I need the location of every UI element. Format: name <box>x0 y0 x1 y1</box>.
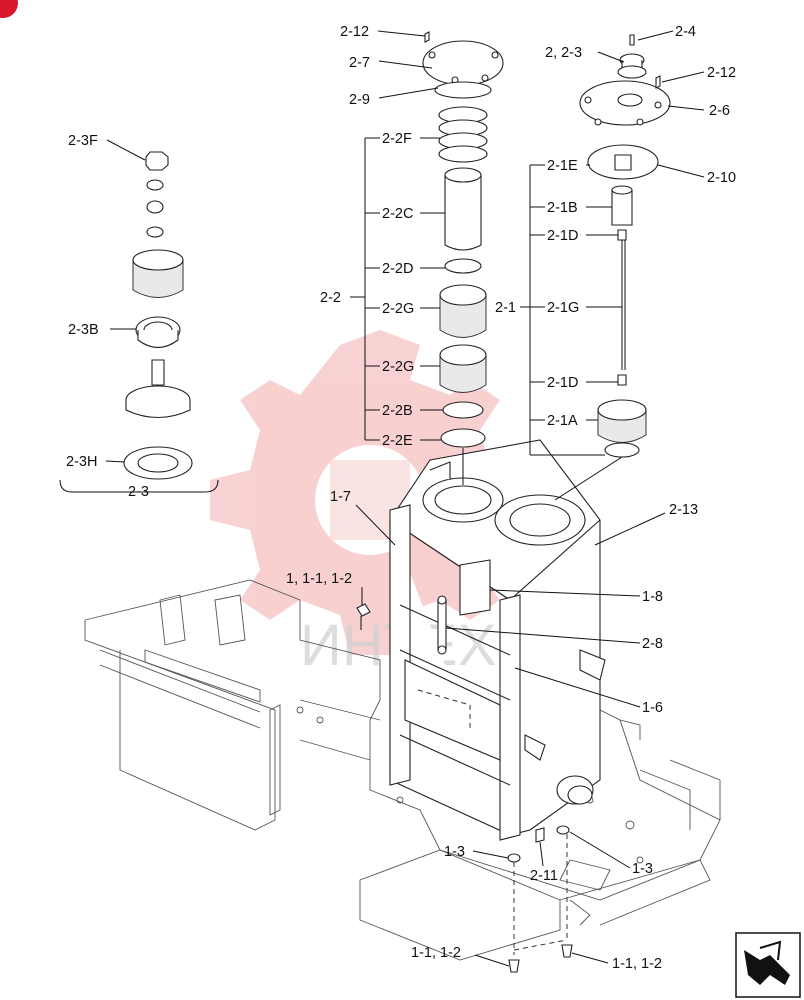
label-1-1-1-2-top: 1, 1-1, 1-2 <box>286 571 352 587</box>
breather-assembly-2-3 <box>59 151 219 493</box>
label-2-3H: 2-3H <box>66 454 97 470</box>
label-2-7: 2-7 <box>349 55 370 71</box>
label-2-1G: 2-1G <box>547 300 579 316</box>
label-1-1-1-2-br: 1-1, 1-2 <box>612 956 662 972</box>
label-2-12-top: 2-12 <box>340 24 369 40</box>
label-2-3: 2-3 <box>128 484 149 500</box>
label-2-12-right: 2-12 <box>707 65 736 81</box>
label-2-13: 2-13 <box>669 502 698 518</box>
label-2-2G-a: 2-2G <box>382 301 414 317</box>
hydraulic-tank <box>389 439 606 841</box>
label-2-1E: 2-1E <box>547 158 578 174</box>
label-1-3-right: 1-3 <box>632 861 653 877</box>
label-2-11: 2-11 <box>530 868 558 884</box>
label-1-7: 1-7 <box>330 489 351 505</box>
leader-lines <box>105 30 705 967</box>
forward-arrow-icon[interactable] <box>735 932 801 998</box>
label-2-1D-bot: 2-1D <box>547 375 578 391</box>
label-2-1B: 2-1B <box>547 200 578 216</box>
label-1-3-left: 1-3 <box>444 844 465 860</box>
label-1-6: 1-6 <box>642 700 663 716</box>
label-2-1D-top: 2-1D <box>547 228 578 244</box>
label-2-2D: 2-2D <box>382 261 413 277</box>
label-1-8: 1-8 <box>642 589 663 605</box>
red-corner-badge <box>0 0 18 18</box>
label-2-2B: 2-2B <box>382 403 413 419</box>
label-2-2F: 2-2F <box>382 131 412 147</box>
label-2-10: 2-10 <box>707 170 736 186</box>
label-2-2E: 2-2E <box>382 433 413 449</box>
label-2-3F: 2-3F <box>68 133 98 149</box>
label-2-9: 2-9 <box>349 92 370 108</box>
label-2-2G-b: 2-2G <box>382 359 414 375</box>
label-2-1A: 2-1A <box>547 413 578 429</box>
filter-assembly-2-2 <box>422 31 504 485</box>
label-2-2-3: 2, 2-3 <box>545 45 582 61</box>
label-2-1: 2-1 <box>495 300 516 316</box>
strainer-assembly-2-1 <box>554 34 671 501</box>
label-2-4: 2-4 <box>675 24 696 40</box>
label-2-2C: 2-2C <box>382 206 413 222</box>
label-2-2: 2-2 <box>320 290 341 306</box>
label-2-6: 2-6 <box>709 103 730 119</box>
label-2-8: 2-8 <box>642 636 663 652</box>
label-1-1-1-2-bl: 1-1, 1-2 <box>411 945 461 961</box>
chassis-frame <box>84 579 721 961</box>
label-2-3B: 2-3B <box>68 322 99 338</box>
part-labels: 2-12 2-7 2-9 2-4 2, 2-3 2-12 2-6 2-10 2-… <box>66 24 736 972</box>
